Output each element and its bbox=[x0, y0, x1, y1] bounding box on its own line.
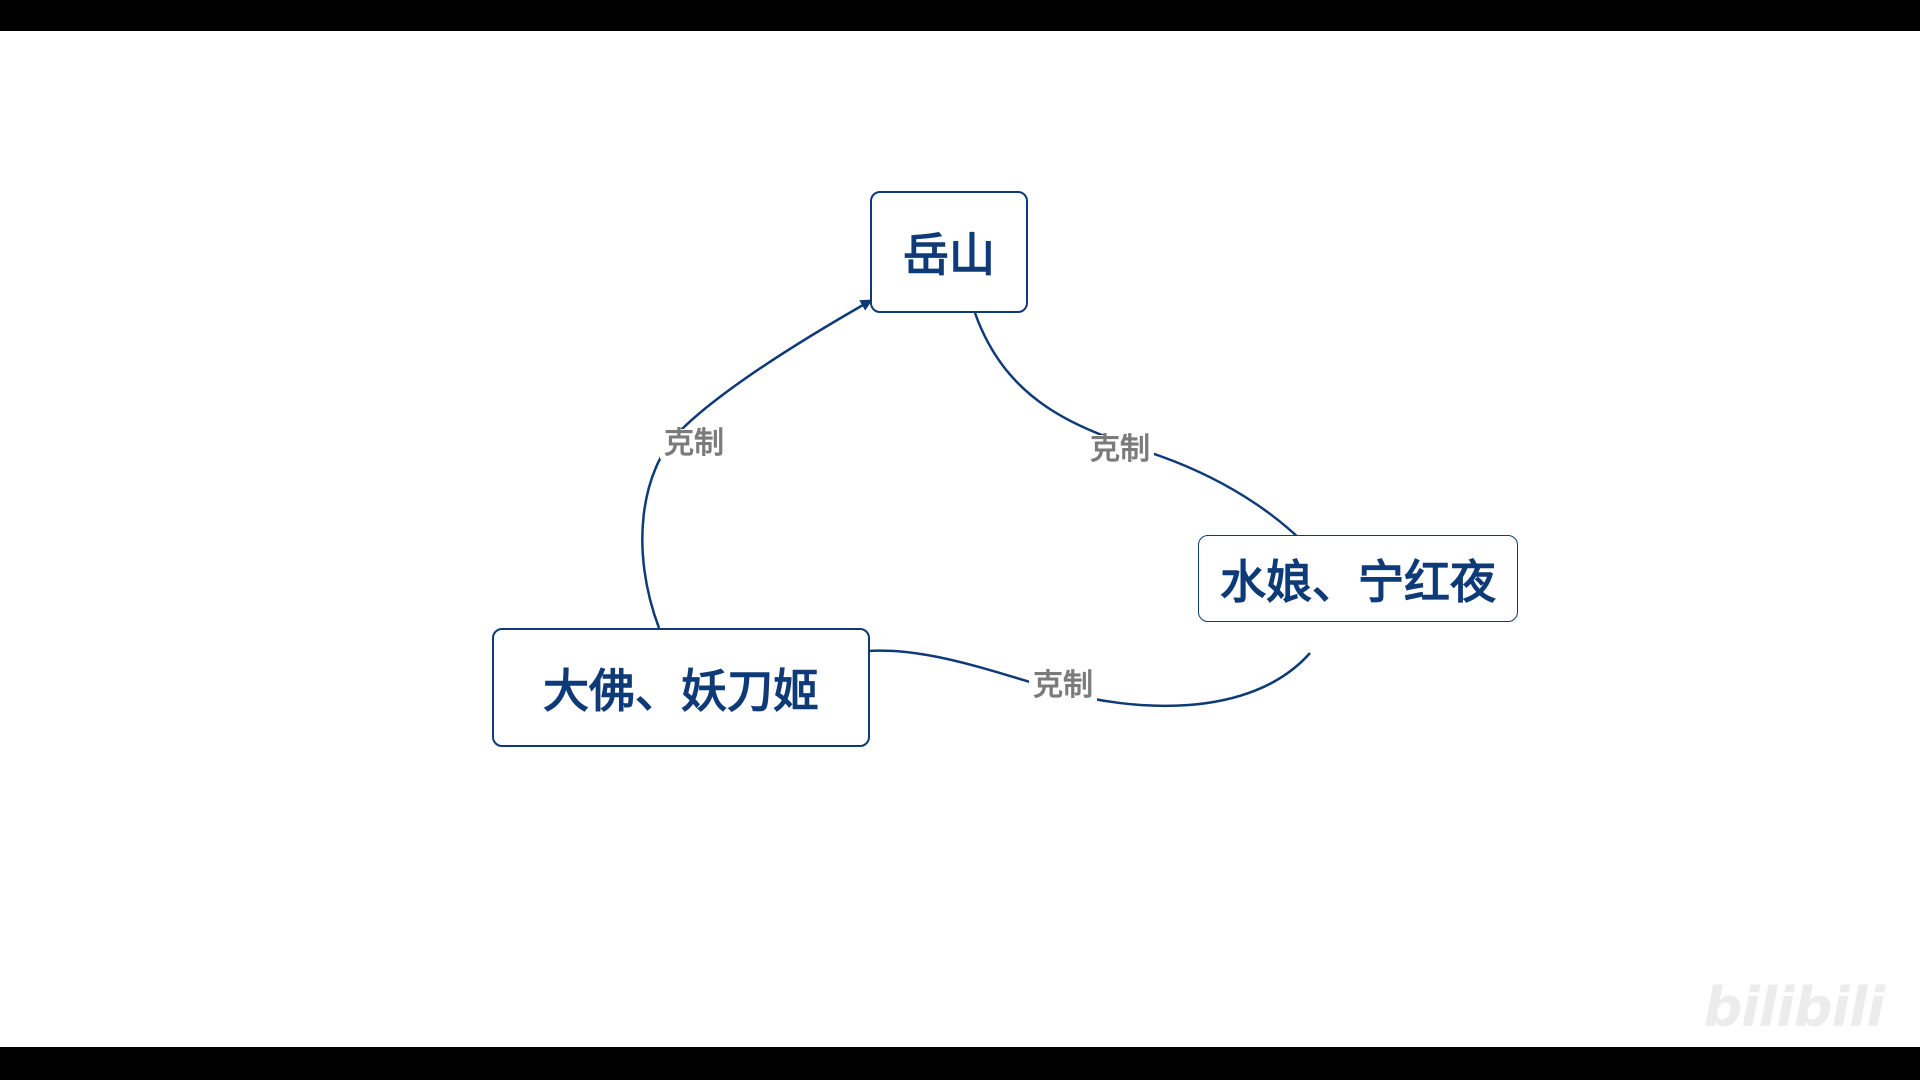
node-shuiniang-ninghongye-label: 水娘、宁红夜 bbox=[1220, 554, 1496, 609]
slide-canvas: 岳山 水娘、宁红夜 大佛、妖刀姬 克制 克制 克制 bilibili bbox=[0, 31, 1920, 1047]
node-yueshan-label: 岳山 bbox=[903, 228, 995, 282]
edge-layer bbox=[641, 299, 1329, 708]
bilibili-watermark: bilibili bbox=[1703, 976, 1885, 1039]
edge-label-top-to-right: 克制 bbox=[1086, 435, 1154, 465]
edge-label-left-to-top: 克制 bbox=[660, 429, 728, 459]
edge-label-right-to-left: 克制 bbox=[1029, 671, 1097, 701]
node-shuiniang-ninghongye: 水娘、宁红夜 bbox=[1198, 535, 1518, 622]
node-yueshan: 岳山 bbox=[870, 191, 1028, 313]
edge-top-to-right bbox=[973, 312, 1329, 572]
node-dafo-yaodaoji-label: 大佛、妖刀姬 bbox=[543, 663, 819, 718]
node-dafo-yaodaoji: 大佛、妖刀姬 bbox=[492, 628, 870, 747]
edge-left-to-top bbox=[641, 299, 873, 629]
